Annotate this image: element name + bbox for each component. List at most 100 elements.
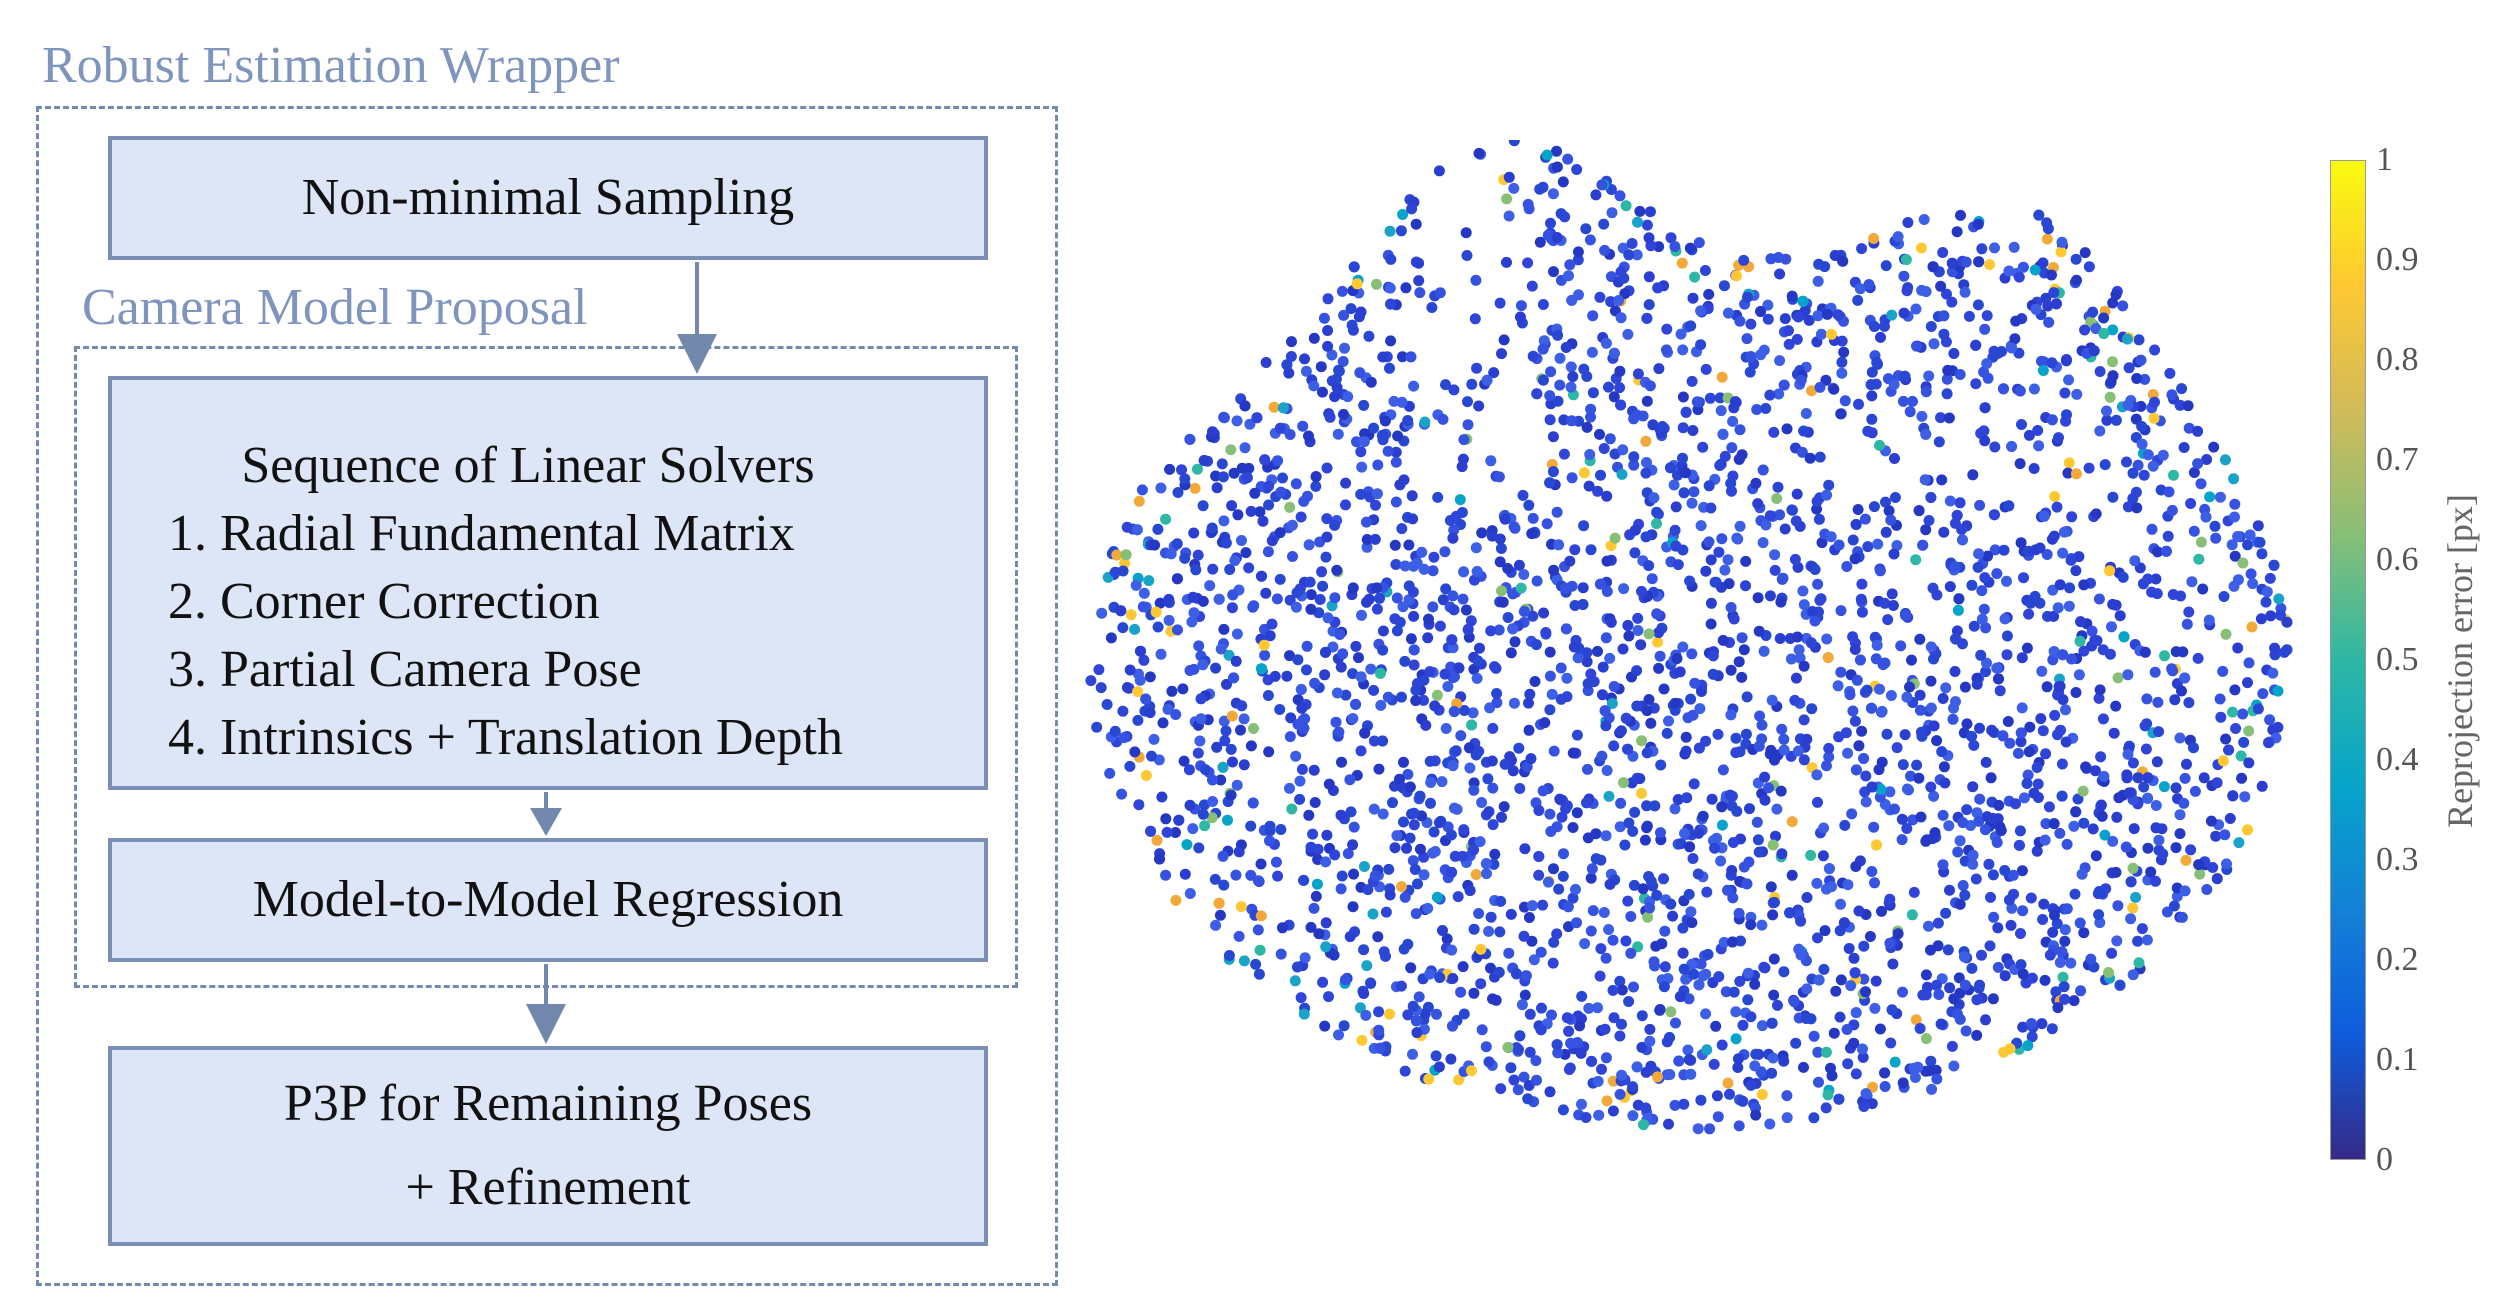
cloud-point xyxy=(1979,435,1991,447)
cloud-point xyxy=(1823,742,1835,754)
cloud-point xyxy=(1585,925,1597,937)
cloud-point xyxy=(2079,324,2091,336)
cloud-point xyxy=(1693,237,1705,249)
cloud-point xyxy=(1274,527,1286,539)
cloud-point xyxy=(2246,621,2258,633)
cloud-point xyxy=(1872,538,1884,550)
cloud-point xyxy=(1564,555,1576,567)
cloud-point xyxy=(1881,728,1893,740)
cloud-point xyxy=(2146,523,2158,535)
cloud-point xyxy=(1850,1068,1862,1080)
cloud-point xyxy=(1298,874,1310,886)
cloud-point xyxy=(1848,1037,1860,1049)
cloud-point xyxy=(1596,1063,1607,1075)
cloud-point xyxy=(1595,469,1606,481)
cloud-point xyxy=(1904,406,1916,418)
cloud-point xyxy=(1790,515,1802,527)
cloud-point xyxy=(2103,967,2114,978)
cloud-point xyxy=(1814,451,1826,463)
cloud-point xyxy=(2110,700,2122,712)
cloud-point xyxy=(1268,401,1280,413)
cloud-point xyxy=(1458,705,1470,716)
cloud-point xyxy=(1148,733,1160,745)
cloud-point xyxy=(1935,412,1946,424)
cloud-point xyxy=(1179,473,1191,485)
cloud-point xyxy=(1397,209,1409,220)
cloud-point xyxy=(1560,342,1572,353)
cloud-point xyxy=(1730,747,1742,759)
cloud-point xyxy=(1218,515,1230,527)
arrow-head xyxy=(530,808,562,836)
cloud-point xyxy=(1680,467,1691,479)
cloud-point xyxy=(1547,431,1559,443)
cloud-point xyxy=(1852,504,1864,515)
cloud-point xyxy=(1548,745,1560,757)
cloud-point xyxy=(1284,731,1296,743)
cloud-point xyxy=(1712,1111,1724,1123)
cloud-point xyxy=(1434,287,1446,299)
cloud-point xyxy=(1223,649,1235,661)
cloud-point xyxy=(1413,275,1425,287)
cloud-point xyxy=(1818,822,1830,834)
cloud-point xyxy=(2023,429,2035,441)
cloud-point xyxy=(1308,902,1320,914)
cloud-point xyxy=(1725,602,1737,613)
cloud-point xyxy=(1976,585,1988,597)
cloud-point xyxy=(1711,832,1723,844)
cloud-point xyxy=(1853,905,1865,917)
cloud-point xyxy=(1643,694,1655,705)
cloud-point xyxy=(1651,889,1663,901)
cloud-point xyxy=(1554,352,1566,364)
cloud-point xyxy=(2208,441,2220,453)
cloud-point xyxy=(1794,652,1806,664)
cloud-point xyxy=(1868,821,1880,833)
cloud-point xyxy=(1480,858,1492,870)
cloud-point xyxy=(1422,1001,1434,1013)
cloud-point xyxy=(1350,640,1362,652)
cloud-point xyxy=(2041,549,2053,560)
cloud-point xyxy=(2066,653,2078,665)
cloud-point xyxy=(1487,722,1499,734)
cloud-point xyxy=(1677,422,1689,434)
cloud-point xyxy=(1837,255,1849,267)
cloud-point xyxy=(1806,703,1818,715)
cloud-point xyxy=(1299,353,1310,365)
cloud-point xyxy=(1526,280,1538,292)
cloud-point xyxy=(1672,794,1684,805)
cloud-point xyxy=(1598,907,1610,918)
cloud-point xyxy=(1560,803,1572,815)
cloud-point xyxy=(1632,941,1644,953)
cloud-point xyxy=(1644,206,1656,218)
cloud-point xyxy=(1766,1067,1778,1079)
cloud-point xyxy=(2141,693,2153,705)
cloud-point xyxy=(1725,664,1737,676)
cloud-point xyxy=(2230,723,2242,734)
cloud-point xyxy=(1475,943,1487,955)
cloud-point xyxy=(2185,498,2197,509)
cloud-point xyxy=(1422,632,1434,644)
cloud-point xyxy=(1713,971,1725,983)
cloud-point xyxy=(1631,665,1643,677)
cloud-point xyxy=(1631,249,1643,261)
cloud-point xyxy=(1603,790,1615,802)
cloud-point xyxy=(1952,846,1964,858)
cloud-point xyxy=(1503,947,1515,959)
cloud-point xyxy=(1408,610,1420,622)
cloud-point xyxy=(1897,395,1909,407)
cloud-point xyxy=(2228,473,2240,485)
cloud-point xyxy=(1296,702,1308,714)
cloud-point xyxy=(1355,488,1367,500)
colorbar-tick: 0.5 xyxy=(2376,641,2419,678)
cloud-point xyxy=(1847,631,1859,643)
cloud-point xyxy=(1427,565,1439,577)
cloud-point xyxy=(1319,1020,1331,1032)
cloud-point xyxy=(1718,280,1730,292)
cloud-point xyxy=(1928,720,1940,732)
cloud-point xyxy=(1321,513,1333,525)
cloud-point xyxy=(1750,1048,1762,1060)
cloud-point xyxy=(2056,790,2068,802)
cloud-point xyxy=(1925,781,1937,793)
cloud-point xyxy=(2114,610,2126,622)
cloud-point xyxy=(2059,935,2071,947)
cloud-point xyxy=(2139,646,2151,658)
